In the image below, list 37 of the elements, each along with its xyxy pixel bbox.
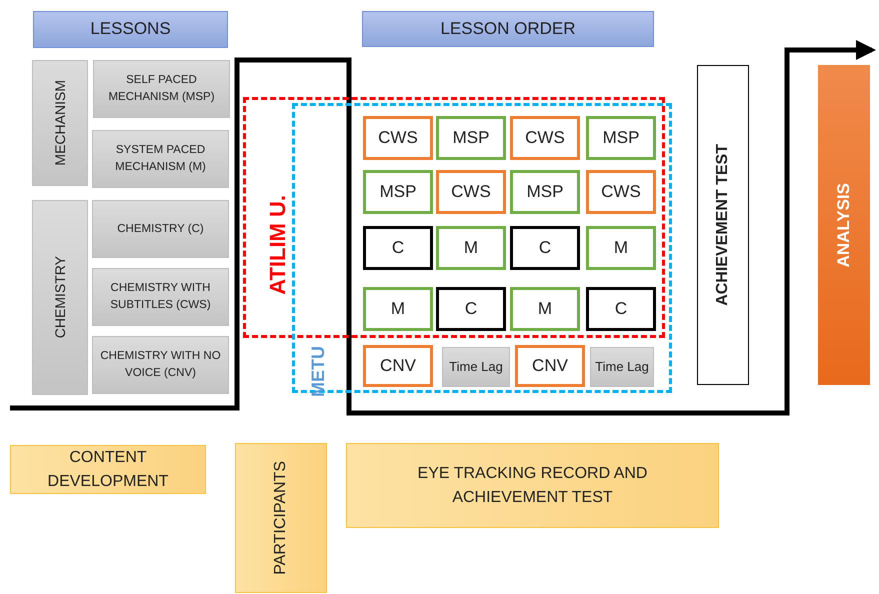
lesson-cell: M [363,287,433,331]
lesson-box: SELF PACED MECHANISM (MSP) [93,60,230,118]
lesson-cell: MSP [436,116,506,160]
group-title: ATILIM U. [266,195,290,295]
lesson-box: CHEMISTRY WITH SUBTITLES (CWS) [92,268,229,326]
lesson-cell: MSP [363,170,433,214]
stage-box: ACHIEVEMENT TEST [697,65,749,385]
time-lag-box: Time Lag [590,347,654,387]
lesson-cell: CWS [510,116,580,160]
lesson-cell: C [510,226,580,270]
lesson-cell: CNV [515,345,585,387]
lesson-box: CHEMISTRY WITH NO VOICE (CNV) [92,336,229,394]
phase-label-box: PARTICIPANTS [235,443,327,593]
group-title: METU [309,346,329,397]
lesson-cell: MSP [510,170,580,214]
category-box: MECHANISM [32,60,88,186]
header-bar: LESSON ORDER [362,11,654,47]
lesson-cell: CWS [436,170,506,214]
category-box: CHEMISTRY [32,200,88,395]
lesson-cell: M [436,226,506,270]
lesson-box: CHEMISTRY (C) [92,200,229,258]
time-lag-box: Time Lag [442,347,510,387]
phase-label-box: CONTENT DEVELOPMENT [10,445,206,494]
lesson-cell: MSP [586,116,656,160]
lesson-cell: C [363,226,433,270]
lesson-box: SYSTEM PACED MECHANISM (M) [92,130,229,188]
lesson-cell: C [436,287,506,331]
lesson-cell: CNV [363,345,433,387]
phase-label-box: EYE TRACKING RECORD AND ACHIEVEMENT TEST [346,443,719,528]
stage-box: ANALYSIS [818,65,870,385]
header-bar: LESSONS [33,11,228,48]
lesson-cell: M [586,226,656,270]
lesson-cell: CWS [363,116,433,160]
lesson-cell: CWS [586,170,656,214]
lesson-cell: M [510,287,580,331]
lesson-cell: C [586,287,656,331]
dashed-frame [243,97,665,338]
